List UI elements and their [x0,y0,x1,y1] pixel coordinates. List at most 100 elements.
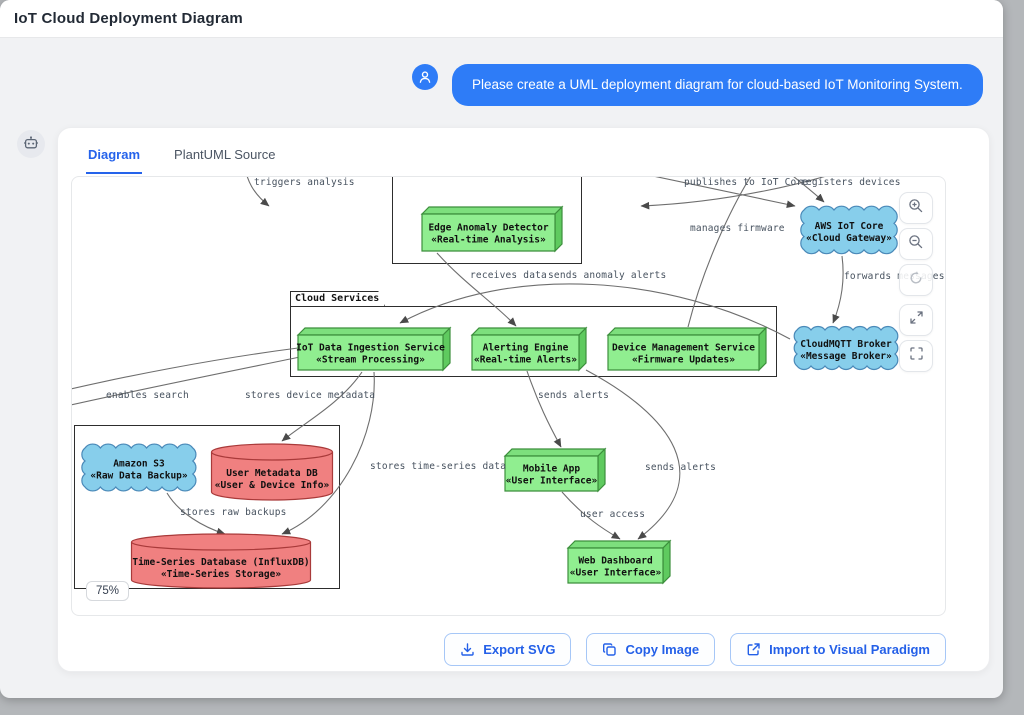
node-label: Device Management Service [612,343,755,354]
zoom-in-button[interactable] [899,192,933,224]
diagram-card: Diagram PlantUML Source Cloud Services E… [57,127,990,672]
zoom-out-button[interactable] [899,228,933,260]
fit-screen-button[interactable] [899,340,933,372]
edge-path [526,370,562,448]
node-iot-data-ingestion: IoT Data Ingestion Service«Stream Proces… [296,326,452,372]
fit-screen-icon [909,346,924,366]
edge-label-sends-anomaly-alerts: sends anomaly alerts [548,270,667,281]
reset-icon [908,270,924,291]
node-label: Amazon S3 [113,459,165,470]
node-label: «Raw Data Backup» [90,471,188,482]
node-label: CloudMQTT Broker [800,339,892,350]
edge-label-sends-alerts-1: sends alerts [538,390,610,401]
box3d-shape: Alerting Engine«Real-time Alerts» [470,326,588,372]
edge-label-enables-search: enables search [106,390,189,401]
edge-label-forwards-messages: forwards messages [844,271,945,282]
edge-label-stores-time-series-data: stores time-series data [370,461,507,472]
shape-path [81,443,197,492]
import-vp-label: Import to Visual Paradigm [769,642,930,657]
copy-image-button[interactable]: Copy Image [586,633,716,666]
node-device-management: Device Management Service«Firmware Updat… [606,326,768,372]
reset-view-button[interactable] [899,264,933,296]
copy-icon [602,642,617,657]
window-title: IoT Cloud Deployment Diagram [14,10,243,27]
zoom-level-badge: 75% [86,581,130,601]
edge-label-stores-device-metadata: stores device metadata [245,390,376,401]
box3d-shape: Web Dashboard«User Interface» [566,539,672,585]
node-user-metadata-db: User Metadata DB«User & Device Info» [210,443,334,501]
tab-plantuml-source[interactable]: PlantUML Source [174,147,276,162]
export-svg-button[interactable]: Export SVG [444,633,572,666]
edge-label-user-access: user access [580,509,646,520]
cylinder-top [130,533,312,551]
node-label: User Metadata DB [226,468,318,479]
download-icon [460,642,475,657]
footer-actions: Export SVG Copy Image Import to Visual Par… [71,633,946,666]
node-web-dashboard: Web Dashboard«User Interface» [566,539,672,585]
shape-path [210,452,334,501]
edge-label-manages-firmware: manages firmware [690,223,785,234]
tab-bar: Diagram PlantUML Source [86,141,277,174]
shape-path [297,334,444,371]
edge-device-container [392,177,582,264]
node-edge-anomaly-detector: Edge Anomaly Detector«Real-time Analysis… [420,205,564,253]
edge-label-stores-raw-backups: stores raw backups [180,507,287,518]
node-label: «Real-time Analysis» [431,235,546,246]
import-vp-button[interactable]: Import to Visual Paradigm [730,633,946,666]
edge-label-triggers-analysis: triggers analysis [254,177,355,188]
edge-label-receives-data: receives data [470,270,547,281]
copy-image-label: Copy Image [625,642,700,657]
node-label: «Stream Processing» [316,355,425,366]
tab-diagram[interactable]: Diagram [86,141,143,174]
box3d-shape: Device Management Service«Firmware Updat… [606,326,768,372]
node-label: IoT Data Ingestion Service [296,343,445,354]
node-alerting-engine: Alerting Engine«Real-time Alerts» [470,326,588,372]
external-link-icon [746,642,761,657]
node-aws-iot-core: AWS IoT Core«Cloud Gateway» [799,205,899,255]
shape-path [421,213,556,252]
node-label: Time-Series Database (InfluxDB) [132,557,309,568]
zoom-controls [899,192,933,372]
edge-path [246,177,270,207]
node-label: Web Dashboard [578,556,653,567]
node-time-series-db: Time-Series Database (InfluxDB)«Time-Ser… [130,533,312,589]
edge-path [281,371,363,442]
node-label: Edge Anomaly Detector [428,223,548,234]
diagram-canvas[interactable]: Cloud Services Edge Anomaly Detector«Rea… [71,176,946,616]
cloud-shape: CloudMQTT Broker«Message Broker» [793,326,899,370]
edge-path [793,177,825,203]
edge-path [832,255,844,324]
node-label: «Firmware Updates» [632,355,735,366]
box3d-shape: Mobile App«User Interface» [503,447,607,493]
edge-path [561,491,621,540]
node-label: «User & Device Info» [215,480,330,491]
node-amazon-s3: Amazon S3«Raw Data Backup» [80,443,198,492]
chat-message-bubble: Please create a UML deployment diagram f… [452,64,983,106]
user-avatar [412,64,438,90]
node-label: «Cloud Gateway» [806,233,892,244]
node-label: «User Interface» [506,476,598,487]
export-svg-label: Export SVG [483,642,556,657]
edge-path [585,369,681,540]
node-label: Mobile App [523,464,580,475]
shape-path [567,547,664,584]
expand-icon [909,310,924,330]
expand-button[interactable] [899,304,933,336]
box3d-shape: Edge Anomaly Detector«Real-time Analysis… [420,205,564,253]
user-icon [419,71,431,83]
edge-path [687,177,752,328]
cloud-services-package-body [290,306,777,377]
node-label: «Real-time Alerts» [474,355,577,366]
edge-label-publishes-to-iot-core: publishes to IoT Core [684,177,809,188]
zoom-out-icon [908,234,924,255]
node-mobile-app: Mobile App«User Interface» [503,447,607,493]
node-label: Alerting Engine [483,343,569,354]
edge-path [640,177,825,210]
shape-path [504,455,599,492]
assistant-avatar [17,130,45,158]
cloud-shape: AWS IoT Core«Cloud Gateway» [800,205,898,255]
edge-label-registers-devices: registers devices [800,177,901,188]
diagram-edges [72,177,844,540]
node-cloudmqtt-broker: CloudMQTT Broker«Message Broker» [792,325,900,371]
